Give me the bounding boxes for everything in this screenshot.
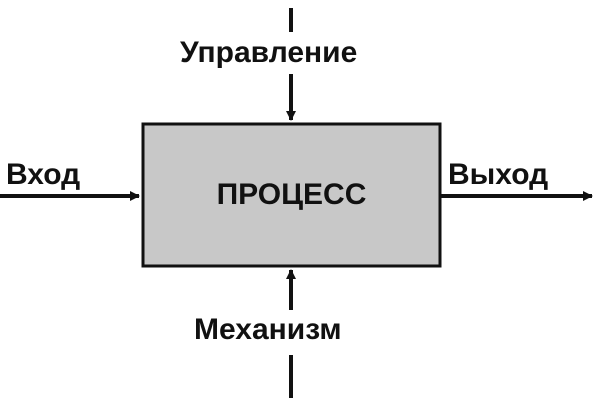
control-label: Управление bbox=[180, 36, 358, 69]
mechanism-label: Механизм bbox=[194, 313, 342, 346]
process-box bbox=[141, 122, 442, 268]
input-label: Вход bbox=[6, 158, 81, 191]
output-label: Выход bbox=[448, 158, 549, 191]
process-label: ПРОЦЕСС bbox=[216, 178, 367, 211]
